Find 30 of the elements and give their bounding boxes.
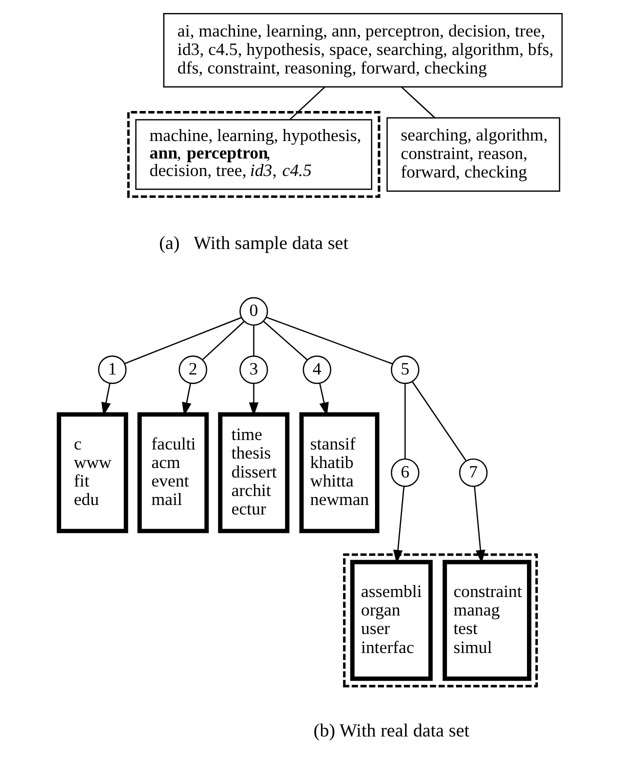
node-circle: 7 — [458, 458, 488, 487]
node-circle: 6 — [390, 458, 419, 487]
connector — [262, 320, 308, 360]
node-box: machine, learning, hypothesis, ann, perceptron, decision, tree, id3, c4.5 — [134, 119, 372, 190]
connector — [252, 326, 254, 356]
node-circle: 5 — [390, 355, 419, 384]
cluster — [342, 553, 538, 688]
connector — [288, 86, 325, 120]
connector — [400, 86, 435, 118]
label: (a) With sample data set — [158, 232, 348, 254]
connector — [202, 320, 244, 360]
node-box: ai, machine, learning, ann, perceptron, decision, tree, id3, c4.5, hypothesis, space, searching, algorithm, bfs, dfs, constraint, reasoning, forward, checking — [162, 13, 562, 88]
node-box: assembli organ user interfac — [350, 560, 432, 681]
cluster — [126, 111, 380, 198]
connector — [265, 316, 392, 364]
label: (b) With real data set — [313, 720, 469, 742]
node-box: c www fit edu — [56, 412, 128, 534]
node-box: searching, algorithm, constraint, reason, forward, checking — [386, 117, 560, 192]
node-circle: 0 — [238, 297, 268, 326]
node-circle: 4 — [302, 355, 331, 384]
connector — [411, 381, 466, 461]
node-circle: 2 — [178, 355, 207, 384]
node-circle: 1 — [98, 355, 126, 384]
node-box: stansif khatib whitta newman — [298, 412, 379, 534]
node-circle: 3 — [238, 355, 268, 384]
node-box: faculti acm event mail — [136, 412, 208, 534]
connector — [404, 384, 406, 459]
node-box: time thesis dissert archit ectur — [218, 412, 289, 534]
node-box: constraint manag test simul — [442, 560, 531, 681]
connector — [124, 317, 241, 364]
